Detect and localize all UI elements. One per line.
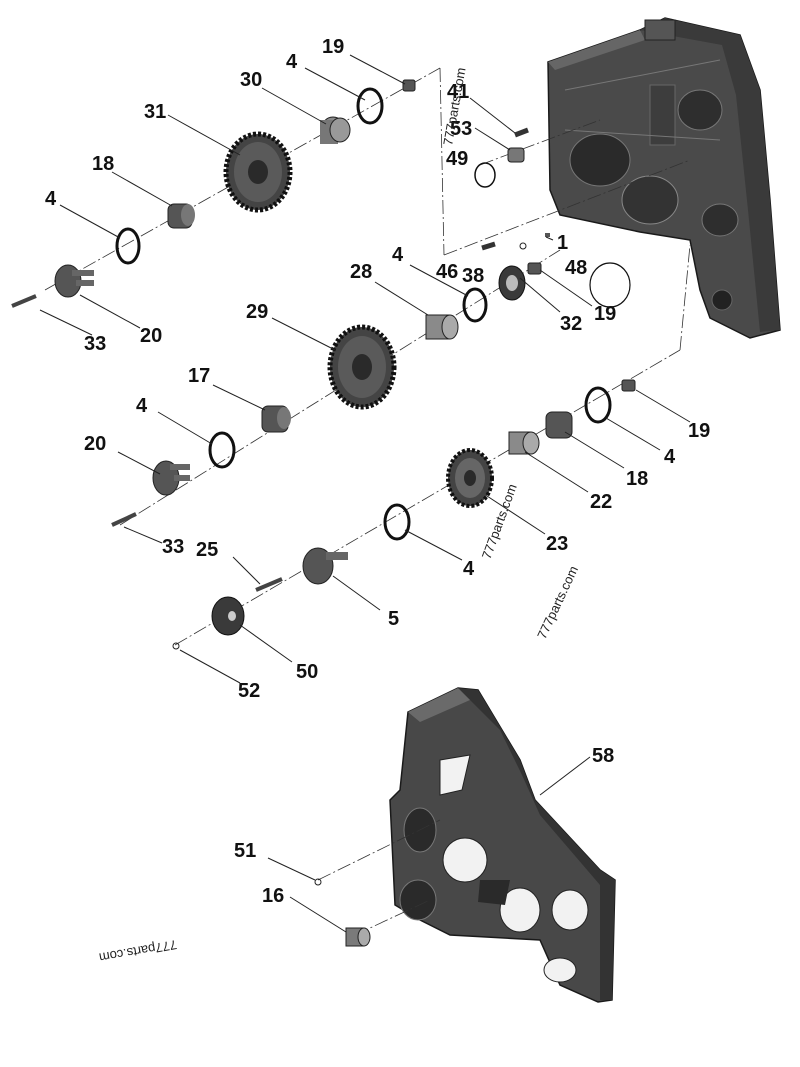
o-ring-4e bbox=[584, 386, 612, 424]
o-ring-4a bbox=[356, 87, 384, 125]
callout-30: 30 bbox=[240, 69, 262, 91]
bolt-33a bbox=[11, 294, 37, 308]
callout-19: 19 bbox=[688, 420, 710, 442]
callout-32: 32 bbox=[560, 313, 582, 335]
callout-33: 33 bbox=[84, 333, 106, 355]
watermark: 777parts.com bbox=[98, 937, 178, 965]
sleeve-53 bbox=[507, 147, 525, 163]
o-ring-4b bbox=[115, 227, 141, 265]
o-ring-4c bbox=[462, 287, 488, 323]
callout-41: 41 bbox=[447, 81, 469, 103]
callout-23: 23 bbox=[546, 533, 568, 555]
callout-49: 49 bbox=[446, 148, 468, 170]
o-ring-4d bbox=[208, 431, 236, 469]
callout-numbers: 19 4 30 31 18 4 33 20 41 53 49 1 46 38 4… bbox=[45, 36, 710, 907]
dowel-pin-19a bbox=[402, 79, 416, 92]
callout-17: 17 bbox=[188, 365, 210, 387]
callout-25: 25 bbox=[196, 539, 218, 561]
callout-4: 4 bbox=[45, 188, 57, 210]
timing-cover bbox=[389, 687, 616, 1003]
watermark: 777parts.com bbox=[534, 564, 581, 642]
callout-38: 38 bbox=[462, 265, 484, 287]
parts bbox=[11, 79, 636, 947]
bolt-33b bbox=[111, 512, 137, 527]
callout-4: 4 bbox=[664, 446, 676, 468]
callout-19: 19 bbox=[594, 303, 616, 325]
callout-1: 1 bbox=[557, 232, 568, 254]
callout-18: 18 bbox=[92, 153, 114, 175]
shaft-5 bbox=[302, 547, 334, 585]
callout-20: 20 bbox=[140, 325, 162, 347]
bolt-25 bbox=[255, 577, 283, 592]
callout-28: 28 bbox=[350, 261, 372, 283]
dowel-pin-19b bbox=[527, 262, 542, 275]
dowel-pin-19c bbox=[621, 379, 636, 392]
callout-51: 51 bbox=[234, 840, 256, 862]
o-ring-49 bbox=[474, 162, 496, 188]
callout-20: 20 bbox=[84, 433, 106, 455]
callout-19: 19 bbox=[322, 36, 344, 58]
callout-22: 22 bbox=[590, 491, 612, 513]
o-ring-48 bbox=[589, 262, 631, 308]
callout-48: 48 bbox=[565, 257, 587, 279]
callout-53: 53 bbox=[450, 118, 472, 140]
callout-52: 52 bbox=[238, 680, 260, 702]
callout-31: 31 bbox=[144, 101, 166, 123]
callout-4: 4 bbox=[136, 395, 148, 417]
o-ring-4f bbox=[383, 503, 411, 541]
leader-lines bbox=[39, 54, 691, 933]
callout-46: 46 bbox=[436, 261, 458, 283]
callout-4: 4 bbox=[286, 51, 298, 73]
callout-29: 29 bbox=[246, 301, 268, 323]
ring-52 bbox=[172, 642, 180, 650]
callout-4: 4 bbox=[463, 558, 475, 580]
bolt-41 bbox=[514, 127, 529, 138]
washer-38 bbox=[519, 242, 527, 250]
bolt-46 bbox=[481, 241, 496, 251]
callout-50: 50 bbox=[296, 661, 318, 683]
hub-18b bbox=[545, 411, 573, 439]
callout-33: 33 bbox=[162, 536, 184, 558]
callout-5: 5 bbox=[388, 608, 399, 630]
callout-16: 16 bbox=[262, 885, 284, 907]
gear-housing bbox=[547, 17, 781, 339]
pin-1 bbox=[545, 233, 550, 237]
callout-4: 4 bbox=[392, 244, 404, 266]
ring-51 bbox=[314, 878, 322, 886]
callout-58: 58 bbox=[592, 745, 614, 767]
callout-18: 18 bbox=[626, 468, 648, 490]
